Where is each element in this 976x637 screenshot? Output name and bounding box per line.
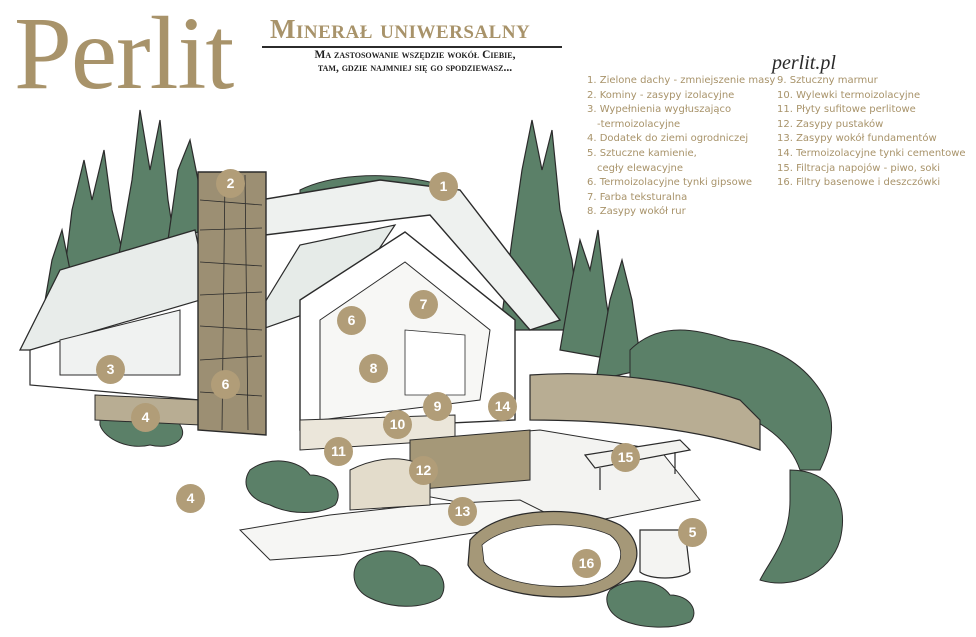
legend-right: 9. Sztuczny marmur 10. Wylewki termoizol… — [777, 74, 966, 191]
shrub-right-bottom — [759, 469, 844, 584]
legend-item: 14. Termoizolacyjne tynki cementowe — [777, 147, 966, 159]
stone-wall-right — [529, 373, 761, 451]
marker-8[interactable]: 8 — [359, 354, 388, 383]
shrub-pool-right — [606, 580, 695, 628]
marker-5[interactable]: 5 — [678, 518, 707, 547]
shrub-pool — [353, 550, 445, 607]
legend-item: 9. Sztuczny marmur — [777, 75, 878, 86]
legend-item: 3. Wypełnienia wygłuszająco — [587, 104, 732, 116]
marker-11[interactable]: 11 — [324, 437, 353, 466]
brand-logo: Perlit — [14, 0, 234, 111]
marker-6-wall[interactable]: 6 — [211, 370, 240, 399]
house-left-wing-windows — [59, 309, 181, 376]
legend-item: 1. Zielone dachy - zmniejszenie masy — [587, 75, 776, 86]
legend-item: 7. Farba teksturalna — [587, 191, 688, 203]
legend-item: 5. Sztuczne kamienie, — [587, 147, 697, 159]
shrub-mid — [245, 460, 339, 513]
marker-13[interactable]: 13 — [448, 497, 477, 526]
fountain — [639, 529, 691, 579]
legend-item: 2. Kominy - zasypy izolacyjne — [587, 89, 735, 101]
legend-item: 12. Zasypy pustaków — [777, 118, 884, 130]
legend-item: 13. Zasypy wokół fundamentów — [777, 133, 937, 145]
subtitle-line-1: Ma zastosowanie wszędzie wokół Ciebie, — [314, 49, 516, 61]
marker-1[interactable]: 1 — [429, 172, 458, 201]
legend-left: 1. Zielone dachy - zmniejszenie masy 2. … — [587, 74, 775, 220]
marker-2[interactable]: 2 — [216, 169, 245, 198]
website-link[interactable]: perlit.pl — [772, 52, 836, 74]
legend-item-continued: cegły elewacyjne — [597, 162, 684, 174]
marker-14[interactable]: 14 — [488, 392, 517, 421]
legend-item: 4. Dodatek do ziemi ogrodniczej — [587, 133, 749, 145]
marker-16[interactable]: 16 — [572, 549, 601, 578]
chimney — [197, 171, 267, 436]
legend-item: 8. Zasypy wokół rur — [587, 206, 686, 218]
legend-item: 15. Filtracja napojów - piwo, soki — [777, 162, 941, 174]
subtitle: Ma zastosowanie wszędzie wokół Ciebie, t… — [270, 49, 560, 75]
marker-12[interactable]: 12 — [409, 456, 438, 485]
marker-4-garden[interactable]: 4 — [131, 403, 160, 432]
marker-10[interactable]: 10 — [383, 410, 412, 439]
marker-15[interactable]: 15 — [611, 443, 640, 472]
marker-7[interactable]: 7 — [409, 290, 438, 319]
marker-4-lawn[interactable]: 4 — [176, 484, 205, 513]
marker-3[interactable]: 3 — [96, 355, 125, 384]
subtitle-line-2: tam, gdzie najmniej się go spodziewasz..… — [317, 62, 513, 74]
legend-item: 11. Płyty sufitowe perlitowe — [777, 104, 916, 116]
house-window-grid — [404, 329, 466, 396]
legend-item: 6. Termoizolacyjne tynki gipsowe — [587, 177, 753, 189]
tree-left-3 — [117, 109, 177, 261]
headline-divider — [262, 46, 562, 48]
legend-item-continued: -termoizolacyjne — [597, 118, 681, 130]
main-roof — [197, 179, 562, 331]
legend-item: 10. Wylewki termoizolacyjne — [777, 89, 921, 101]
legend-item: 16. Filtry basenowe i deszczówki — [777, 177, 941, 189]
marker-6-interior[interactable]: 6 — [337, 306, 366, 335]
headline: Minerał uniwersalny — [270, 14, 531, 44]
marker-9[interactable]: 9 — [423, 392, 452, 421]
